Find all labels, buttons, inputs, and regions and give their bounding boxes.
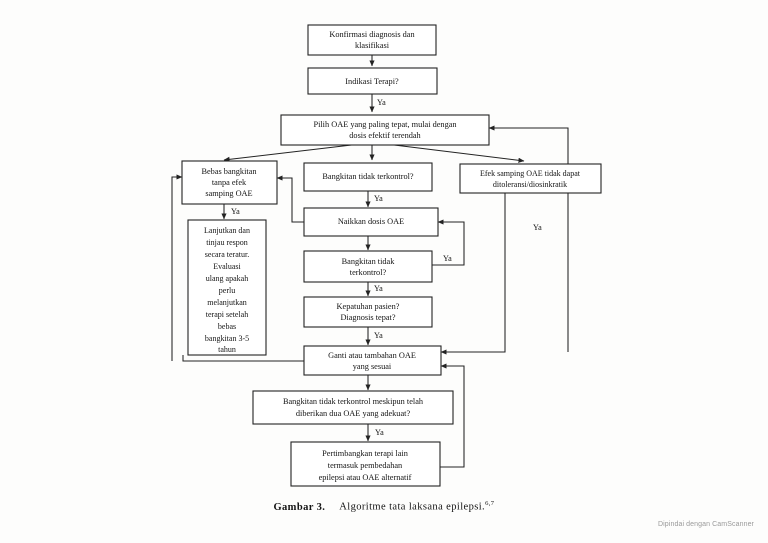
node-box bbox=[187, 219, 267, 356]
node-line: Kepatuhan pasien? bbox=[337, 302, 400, 311]
node-pilih-oae[interactable]: Pilih OAE yang paling tepat, mulai denga… bbox=[280, 114, 490, 146]
node-konfirmasi-diagnosis[interactable]: Konfirmasi diagnosis dan klasifikasi bbox=[307, 24, 437, 56]
node-line: ditoleransi/diosinkratik bbox=[493, 180, 567, 189]
node-bebas-bangkitan[interactable]: Bebas bangkitan tanpa efek samping OAE bbox=[181, 160, 278, 205]
node-line: Pilih OAE yang paling tepat, mulai denga… bbox=[313, 120, 457, 129]
node-line: Bangkitan tidak terkontrol meskipun tela… bbox=[283, 397, 424, 406]
node-line: Bebas bangkitan bbox=[201, 167, 257, 176]
edge-layer bbox=[171, 55, 569, 468]
node-line: Indikasi Terapi? bbox=[345, 77, 399, 86]
node-line: Ganti atau tambahan OAE bbox=[328, 351, 416, 360]
node-line: bebas bbox=[218, 322, 236, 331]
edge-label-ya-n9-n10: Ya bbox=[374, 284, 383, 293]
edge-n13-n11 bbox=[440, 363, 465, 468]
edge-n3-n4 bbox=[223, 143, 361, 162]
edge-n12-n3 bbox=[488, 125, 569, 352]
node-efek-samping-oae[interactable]: Efek samping OAE tidak dapat ditoleransi… bbox=[459, 163, 602, 194]
node-line: tahun bbox=[218, 345, 236, 354]
node-line: Konfirmasi diagnosis dan bbox=[329, 30, 415, 39]
node-kepatuhan-pasien[interactable]: Kepatuhan pasien? Diagnosis tepat? bbox=[303, 296, 433, 328]
node-line: bangkitan 3-5 bbox=[205, 334, 249, 343]
edge-n3-n6 bbox=[385, 143, 525, 163]
node-line: diberikan dua OAE yang adekuat? bbox=[296, 409, 411, 418]
node-bangkitan-dua-oae[interactable]: Bangkitan tidak terkontrol meskipun tela… bbox=[252, 390, 454, 425]
node-box bbox=[252, 390, 454, 425]
edge-label-ya-n10-n11: Ya bbox=[374, 331, 383, 340]
node-box bbox=[303, 345, 442, 376]
node-box bbox=[303, 296, 433, 328]
edge-label-ya-n9-n8: Ya bbox=[443, 254, 452, 263]
node-box bbox=[303, 162, 433, 192]
edge-n9-n8-loop bbox=[432, 219, 465, 266]
node-line: klasifikasi bbox=[355, 41, 390, 50]
node-line: Pertimbangkan terapi lain bbox=[322, 449, 409, 458]
edge-label-ya-n4-n7: Ya bbox=[231, 207, 240, 216]
node-line: tinjau respon bbox=[206, 238, 248, 247]
node-line: melanjutkan bbox=[207, 298, 247, 307]
figure-caption-text: Algoritme tata laksana epilepsi. bbox=[339, 501, 486, 513]
node-line: Naikkan dosis OAE bbox=[338, 217, 404, 226]
node-box bbox=[307, 24, 437, 56]
node-line: terapi setelah bbox=[206, 310, 248, 319]
edge-label-ya-n6-n11: Ya bbox=[533, 223, 542, 232]
node-line: tanpa efek bbox=[212, 178, 247, 187]
node-line: Efek samping OAE tidak dapat bbox=[480, 169, 581, 178]
node-indikasi-terapi[interactable]: Indikasi Terapi? bbox=[307, 67, 438, 95]
node-box bbox=[303, 250, 433, 283]
node-line: perlu bbox=[219, 286, 235, 295]
node-ganti-tambahan-oae[interactable]: Ganti atau tambahan OAE yang sesuai bbox=[303, 345, 442, 376]
node-bangkitan-tidak-terkontrol-1[interactable]: Bangkitan tidak terkontrol? bbox=[303, 162, 433, 192]
node-naikkan-dosis-oae[interactable]: Naikkan dosis OAE bbox=[303, 207, 439, 237]
node-box bbox=[290, 441, 441, 487]
node-box bbox=[181, 160, 278, 205]
edge-label-ya-n12-n13: Ya bbox=[375, 428, 384, 437]
figure-number: Gambar 3. bbox=[273, 501, 326, 513]
camscanner-watermark: Dipindai dengan CamScanner bbox=[658, 521, 754, 528]
node-box bbox=[307, 67, 438, 95]
node-line: termasuk pembedahan bbox=[328, 461, 403, 470]
node-line: Evaluasi bbox=[213, 262, 241, 271]
node-line: terkontrol? bbox=[350, 268, 387, 277]
node-box bbox=[459, 163, 602, 194]
node-line: Bangkitan tidak bbox=[342, 257, 396, 266]
node-line: ulang apakah bbox=[206, 274, 248, 283]
node-box bbox=[280, 114, 490, 146]
node-line: Diagnosis tepat? bbox=[340, 313, 395, 322]
edge-n6-n11 bbox=[440, 193, 506, 355]
node-box bbox=[303, 207, 439, 237]
edge-label-ya-n5-n8: Ya bbox=[374, 194, 383, 203]
node-line: secara teratur. bbox=[205, 250, 249, 259]
figure-caption-superscript: 6,7 bbox=[485, 500, 495, 507]
edge-label-layer: Ya Ya Ya Ya Ya Ya Ya Ya bbox=[231, 98, 542, 437]
node-pertimbangkan-terapi-lain[interactable]: Pertimbangkan terapi lain termasuk pembe… bbox=[290, 441, 441, 487]
node-line: Lanjutkan dan bbox=[204, 226, 250, 235]
figure-caption: Gambar 3. Algoritme tata laksana epilepsi… bbox=[0, 500, 768, 513]
edge-label-ya-n2-n3: Ya bbox=[377, 98, 386, 107]
node-line: dosis efektif terendah bbox=[349, 131, 421, 140]
node-lanjutkan-tinjau-respon[interactable]: Lanjutkan dan tinjau respon secara terat… bbox=[187, 219, 267, 356]
edge-n8-n4 bbox=[276, 175, 304, 223]
node-line: yang sesuai bbox=[353, 362, 392, 371]
node-line: epilepsi atau OAE alternatif bbox=[319, 473, 412, 482]
edge-left-rail-n4 bbox=[171, 174, 183, 361]
node-line: samping OAE bbox=[205, 189, 252, 198]
node-line: Bangkitan tidak terkontrol? bbox=[322, 172, 414, 181]
node-bangkitan-tidak-terkontrol-2[interactable]: Bangkitan tidak terkontrol? bbox=[303, 250, 433, 283]
